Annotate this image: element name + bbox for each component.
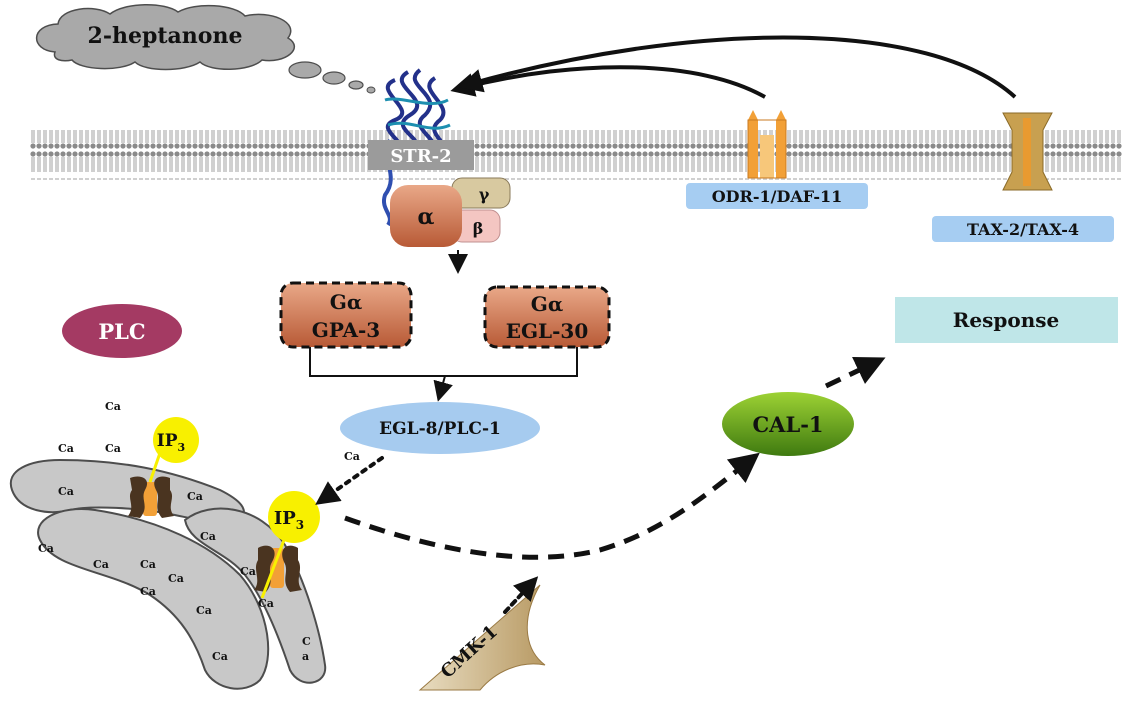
calcium-labels: Ca Ca Ca Ca Ca Ca Ca Ca Ca Ca Ca Ca Ca C… [38, 400, 360, 663]
egl30-box [483, 285, 611, 349]
ca-label: Ca [105, 442, 121, 455]
tax-channel-icon [1002, 112, 1053, 191]
cal1-to-response-arrow [824, 356, 886, 389]
ip3-to-cal1-arrow [344, 452, 760, 560]
ga-symbol-1: Gα [330, 290, 362, 314]
response-label: Response [953, 308, 1059, 332]
ca-label: Ca [140, 585, 156, 598]
odr1-label-box [686, 183, 868, 209]
er-icon [9, 458, 327, 690]
g-alpha-label: α [418, 204, 435, 230]
ca-label: Ca [93, 558, 109, 571]
ga-symbol-2: Gα [531, 292, 563, 316]
g-gamma-label: γ [479, 185, 490, 204]
ca-label: Ca [200, 530, 216, 543]
cmk1-to-pathway-arrow [503, 576, 539, 614]
tax-to-receptor-arrow [458, 35, 1017, 99]
odr1-label: ODR-1/DAF-11 [712, 187, 843, 206]
ca-label: Ca [168, 572, 184, 585]
ca-label: Ca [58, 442, 74, 455]
tax-label: TAX-2/TAX-4 [967, 220, 1079, 239]
receptor-label-box [368, 140, 474, 170]
g-alpha-subunit [390, 185, 462, 247]
ca-label: Ca [58, 485, 74, 498]
ip3-bubble-top [153, 417, 199, 463]
ip3-label: IP3 [274, 508, 304, 532]
plc-ellipse [62, 304, 182, 358]
ip3-channel-bottom [254, 539, 302, 599]
ca-label: Ca [140, 558, 156, 571]
cloud-icon [35, 4, 376, 94]
response-box [895, 297, 1118, 343]
receptor-label: STR-2 [390, 146, 451, 167]
ca-label: a [302, 650, 309, 663]
ca-label: Ca [240, 565, 256, 578]
plc-label: PLC [98, 319, 145, 344]
ip3-bubble-bottom [268, 491, 320, 543]
ca-label: Ca [258, 597, 274, 610]
ca-label: Ca [196, 604, 212, 617]
odorant-label: 2-heptanone [88, 23, 243, 49]
egl30-label: EGL-30 [506, 319, 589, 343]
gpa3-label: GPA-3 [312, 318, 380, 342]
ip3-top-label: IP3 [157, 431, 185, 454]
ca-label: Ca [344, 450, 360, 463]
ca-label: Ca [187, 490, 203, 503]
arrow-icon [433, 375, 453, 402]
ip3-channel-top [128, 446, 174, 518]
g-beta-label: β [473, 219, 484, 238]
ca-label: Ca [38, 542, 54, 555]
ca-label: C [302, 635, 311, 648]
bracket-connector [309, 347, 578, 377]
gpa3-box [279, 281, 413, 349]
membrane-icon [30, 130, 1122, 180]
cal1-ellipse [722, 392, 854, 456]
egl8-label: EGL-8/PLC-1 [379, 419, 501, 439]
cmk1-icon [418, 584, 546, 691]
odr1-channel-icon [747, 110, 787, 179]
egl8-to-ip3-arrow [315, 456, 384, 505]
egl8-ellipse [340, 402, 540, 454]
cal1-label: CAL-1 [752, 412, 823, 437]
ca-label: Ca [212, 650, 228, 663]
tax-label-box [932, 216, 1114, 242]
ca-label: Ca [105, 400, 121, 413]
odr1-to-receptor-arrow [450, 65, 766, 99]
g-protein-complex [390, 177, 511, 247]
